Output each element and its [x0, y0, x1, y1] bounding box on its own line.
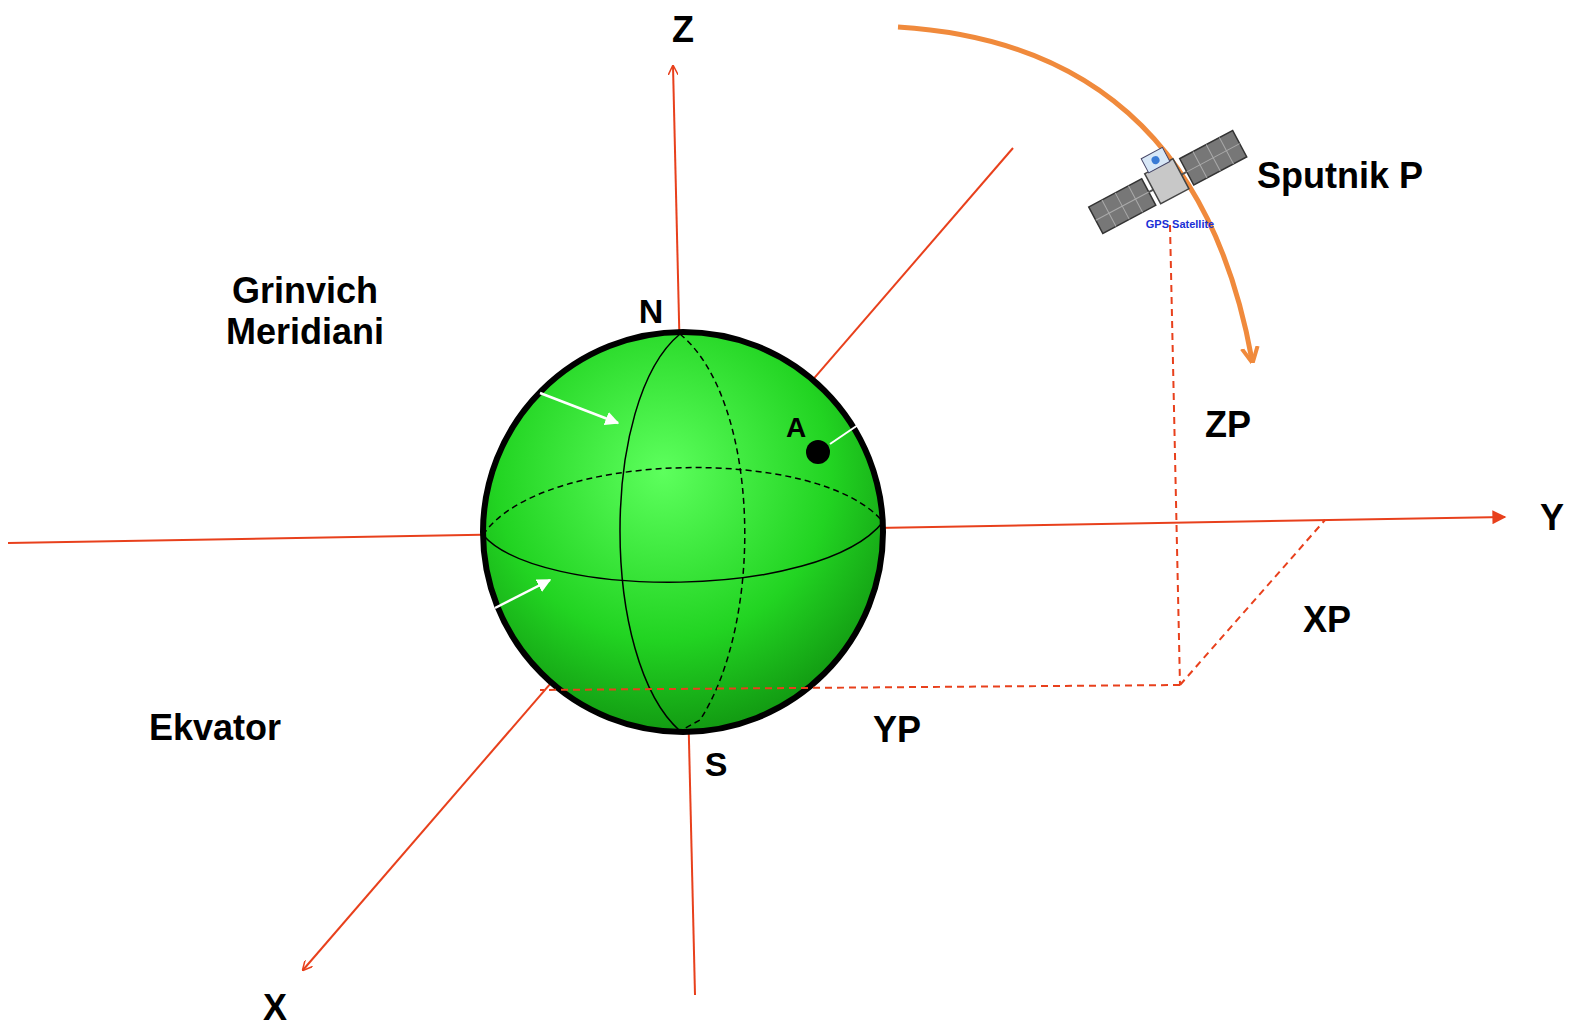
meridian-back	[680, 334, 745, 731]
projection-lines	[540, 225, 1325, 690]
yp-dash	[540, 685, 1180, 690]
x-axis	[303, 148, 1013, 970]
pole-label: N	[639, 292, 664, 331]
coordinate-label: ZP	[1205, 404, 1251, 445]
coordinate-label: XP	[1303, 599, 1351, 640]
orbit-arc	[898, 27, 1252, 360]
meridian-label: Grinvich Meridiani	[210, 270, 400, 353]
point-a-tick	[830, 425, 858, 444]
axes	[8, 66, 1505, 995]
point-label: A	[786, 412, 806, 444]
axis-label: Z	[672, 9, 694, 50]
globe	[483, 332, 883, 732]
equator-back	[483, 468, 883, 535]
satellite-icon	[1080, 115, 1247, 235]
earth-sphere	[483, 332, 883, 732]
pole-label: S	[705, 745, 728, 784]
satellite-caption: GPS Satellite	[1146, 218, 1214, 231]
meridian-pointer	[540, 393, 618, 423]
coordinate-label: YP	[873, 709, 921, 750]
point-a	[806, 440, 830, 464]
axis-label: X	[263, 987, 287, 1028]
equator-pointer	[495, 580, 550, 608]
equator-front	[483, 522, 883, 582]
axis-label: Y	[1540, 497, 1564, 538]
meridian-front	[620, 334, 680, 731]
equator-label: Ekvator	[149, 707, 281, 748]
satellite-label: Sputnik P	[1257, 155, 1423, 196]
zp-dash	[1170, 225, 1180, 685]
